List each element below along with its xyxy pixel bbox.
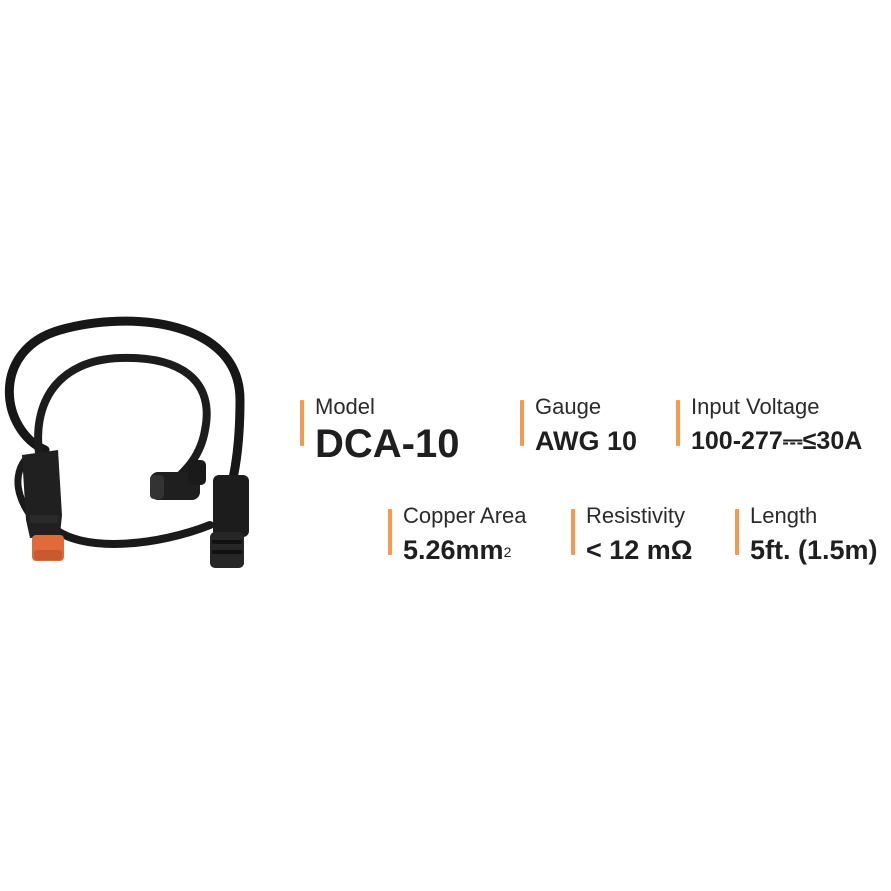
accent-bar xyxy=(676,400,680,446)
spec-input-voltage: Input Voltage 100-277⎓≤30A xyxy=(676,394,862,458)
spec-label: Resistivity xyxy=(586,503,686,528)
straight-connector xyxy=(210,475,249,568)
spec-label: Length xyxy=(750,503,818,528)
spec-label: Copper Area xyxy=(403,503,527,528)
spec-label: Gauge xyxy=(535,394,602,419)
spec-length: Length 5ft. (1.5m) xyxy=(735,503,878,567)
spec-value: 5ft. (1.5m) xyxy=(750,535,878,565)
spec-value: AWG 10 xyxy=(535,426,638,456)
spec-value: < 12 mΩ xyxy=(586,535,693,565)
copper-area-superscript: 2 xyxy=(503,544,512,560)
accent-bar xyxy=(735,509,739,555)
spec-value: DCA-10 xyxy=(315,422,460,466)
spec-model: Model DCA-10 xyxy=(300,394,459,466)
spec-resistivity: Resistivity < 12 mΩ xyxy=(571,503,692,567)
accent-bar xyxy=(388,509,392,555)
copper-area-number: 5.26mm xyxy=(403,535,504,565)
accent-bar xyxy=(300,400,304,446)
spec-value: 5.26mm2 xyxy=(403,533,527,567)
spec-copper-area: Copper Area 5.26mm2 xyxy=(388,503,527,567)
spec-gauge: Gauge AWG 10 xyxy=(520,394,637,458)
spec-value: 100-277⎓≤30A xyxy=(691,427,863,455)
spec-label: Model xyxy=(315,394,375,419)
accent-bar xyxy=(520,400,524,446)
spec-label: Input Voltage xyxy=(691,394,820,419)
black-power-cable-icon xyxy=(4,316,249,568)
product-image xyxy=(0,310,300,580)
accent-bar xyxy=(571,509,575,555)
right-angle-connector xyxy=(150,460,206,500)
left-plug xyxy=(22,450,64,561)
